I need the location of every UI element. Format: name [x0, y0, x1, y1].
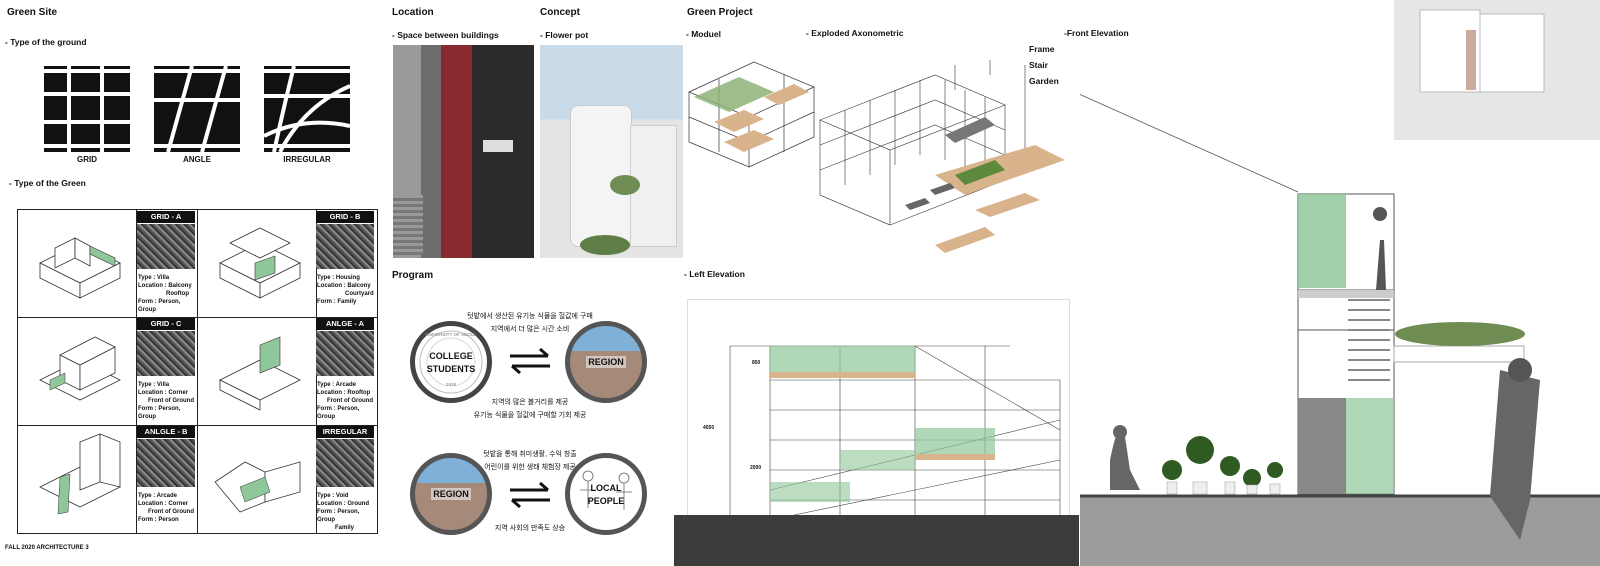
green-type-heading: - Type of the Green — [9, 178, 86, 188]
college-label: COLLEGE STUDENTS — [426, 351, 476, 374]
program-text: 지역 사회의 만족도 상승 — [494, 525, 566, 532]
exploded-axon — [819, 60, 1065, 253]
map-thumbnail — [137, 224, 195, 269]
seal-year: 1918 — [445, 382, 456, 387]
region-label: REGION — [586, 356, 626, 368]
map-thumbnail — [316, 331, 374, 376]
angle-pattern — [154, 66, 240, 152]
module-heading: - Moduel — [686, 29, 721, 39]
program-text: 유기능 식물을 헐값에 구매할 기회 제공 — [473, 412, 587, 419]
program-text: 텃밭을 통해 취미생활, 수익 창출 — [483, 451, 577, 458]
cell-tag: ANLGLE - B — [137, 426, 195, 438]
seal-text: UNIVERSITY OF SEOUL — [425, 332, 477, 337]
ground-type-heading: - Type of the ground — [5, 37, 87, 47]
cell-tag: IRREGULAR — [316, 426, 374, 438]
left-elevation-frame — [687, 299, 1070, 517]
left-elevation-heading: - Left Elevation — [684, 269, 745, 279]
green-project-title: Green Project — [687, 7, 753, 18]
cell-tag: GRID - A — [137, 211, 195, 223]
axon-angle-b — [39, 433, 121, 515]
cell-tag: ANLGE - A — [316, 318, 374, 330]
map-thumbnail — [137, 331, 195, 376]
module-axon — [688, 61, 815, 168]
concept-photo — [540, 45, 683, 258]
local-people-circle: LOCAL PEOPLE — [565, 453, 647, 535]
irregular-pattern — [264, 66, 350, 152]
map-thumbnail — [316, 439, 374, 487]
ground-type-label: IRREGULAR — [283, 155, 331, 164]
ground-type-label: ANGLE — [183, 155, 211, 164]
cell-tag: GRID - C — [137, 318, 195, 330]
axon-irregular — [214, 461, 301, 513]
location-sub: - Space between buildings — [392, 30, 499, 40]
program-text: 어린이를 위한 생태 체험장 제공 — [484, 464, 576, 471]
college-seal: UNIVERSITY OF SEOUL 1918 COLLEGE STUDENT… — [410, 321, 492, 403]
map-thumbnail — [137, 439, 195, 487]
concept-sub: - Flower pot — [540, 30, 589, 40]
cell-tag: GRID - B — [316, 211, 374, 223]
region-photo: REGION — [565, 321, 647, 403]
program-text: 지역의 많은 볼거리를 제공 — [491, 399, 569, 406]
region-label: REGION — [431, 488, 471, 500]
exchange-arrows-icon — [510, 481, 550, 509]
axon-grid-b — [219, 227, 301, 299]
grid-pattern — [44, 66, 130, 152]
exploded-heading: - Exploded Axonometric — [806, 28, 904, 38]
ground-band — [674, 515, 1079, 566]
front-elevation-heading: -Front Elevation — [1064, 28, 1129, 38]
seal-ring — [419, 330, 483, 394]
axon-grid-a — [39, 237, 121, 299]
front-elevation-drawing — [1080, 0, 1600, 566]
dim-4050: 4050 — [703, 425, 715, 431]
footer-label: FALL 2020 ARCHITECTURE 3 — [5, 545, 89, 551]
dim-2000: 2000 — [750, 465, 762, 471]
program-text: 텃밭에서 생산된 유기능 식물을 헐값에 구매 — [467, 313, 593, 320]
map-thumbnail — [316, 224, 374, 269]
people-sketch — [580, 470, 632, 510]
left-elevation-drawing — [729, 345, 1061, 521]
dim-850: 850 — [752, 360, 761, 366]
region-photo-2: REGION — [410, 453, 492, 535]
local-label: LOCAL PEOPLE — [587, 483, 625, 506]
green-site-title: Green Site — [7, 7, 58, 18]
location-photo — [393, 45, 534, 258]
axon-grid-c — [39, 336, 121, 401]
concept-title: Concept — [540, 7, 580, 18]
legend-stair: Stair — [1029, 60, 1048, 70]
legend-frame: Frame — [1029, 44, 1055, 54]
axon-angle-a — [219, 336, 301, 411]
location-title: Location — [392, 7, 434, 18]
program-title: Program — [392, 270, 434, 281]
legend-garden: Garden — [1029, 76, 1059, 86]
ground-type-label: GRID — [77, 155, 97, 164]
program-text: 지역에서 더 많은 시간 소비 — [490, 326, 570, 333]
exchange-arrows-icon — [510, 347, 550, 375]
